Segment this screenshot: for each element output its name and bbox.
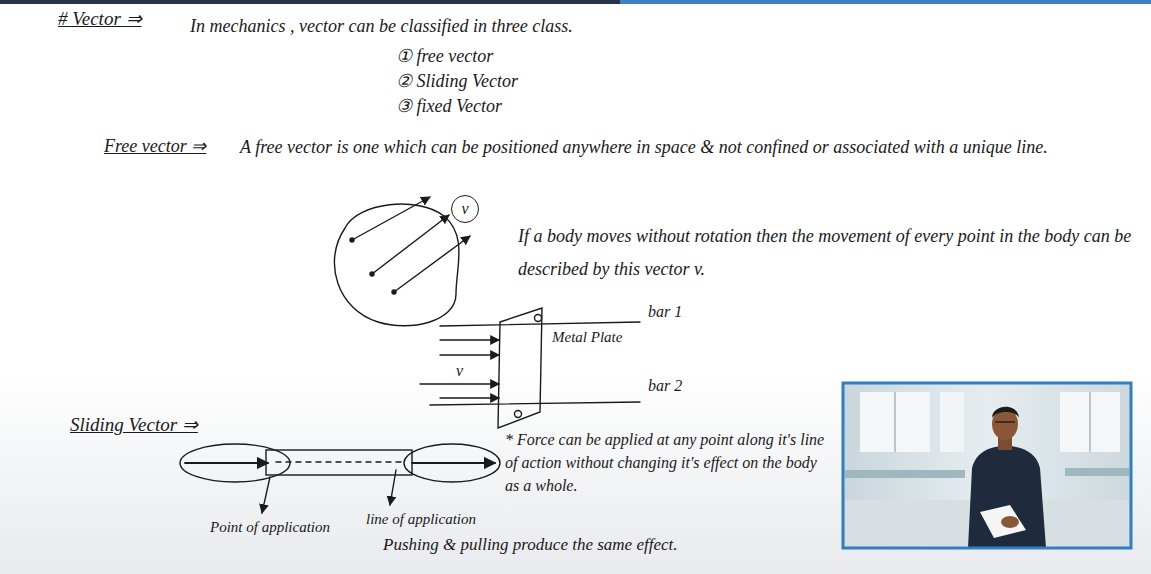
line-of-action [276, 461, 404, 462]
bar-line [440, 322, 640, 326]
plate-arrow [440, 339, 499, 340]
plate-arrow [420, 383, 499, 384]
part-name: bar 1 [648, 302, 682, 321]
bar-line [430, 402, 640, 405]
leader-label: Point of application [210, 518, 330, 536]
highlight-ellipse [404, 444, 500, 482]
note-text: If a body moves without rotation then th… [518, 220, 1143, 286]
point-dot [370, 272, 374, 276]
slide-ring [515, 411, 522, 418]
node-text: v [461, 201, 468, 217]
note-text: Pushing & pulling produce the same effec… [383, 535, 677, 555]
leader-label: line of application [366, 510, 476, 528]
body-outline [334, 204, 459, 326]
plate-arrow [440, 397, 499, 398]
vector-arrow [372, 215, 449, 274]
video-inset [843, 383, 1131, 548]
intro-text: In mechanics , vector can be classified … [190, 16, 573, 38]
part-name: Metal Plate [552, 328, 622, 346]
vector-arrow [352, 197, 430, 240]
list-item: ① free vector [396, 46, 493, 68]
leader-line [262, 477, 270, 513]
vector-symbol: v [456, 361, 463, 380]
force-arrow [185, 462, 268, 464]
metal-plate [498, 308, 542, 428]
plate-arrow [440, 354, 499, 355]
list-item: ③ fixed Vector [396, 96, 502, 118]
circled-symbol: v [451, 195, 479, 223]
sub-heading: Sliding Vector ⇒ [70, 414, 198, 437]
leader-line [390, 470, 396, 505]
highlight-ellipse [180, 444, 290, 482]
top-bar-accent [620, 0, 1151, 4]
point-dot [392, 290, 396, 294]
section-heading: # Vector ⇒ [58, 8, 142, 31]
rod [266, 450, 412, 475]
vector-arrow [394, 236, 470, 292]
force-arrow [412, 462, 495, 464]
note-text: * Force can be applied at any point alon… [505, 428, 825, 497]
part-name: bar 2 [648, 376, 682, 395]
bottom-shade [0, 370, 1151, 574]
top-bar [0, 0, 1151, 4]
definition-text: A free vector is one which can be positi… [240, 134, 1145, 160]
sub-heading: Free vector ⇒ [104, 136, 206, 158]
list-item: ② Sliding Vector [396, 71, 518, 93]
point-dot [350, 238, 354, 242]
slide-ring [535, 315, 542, 322]
